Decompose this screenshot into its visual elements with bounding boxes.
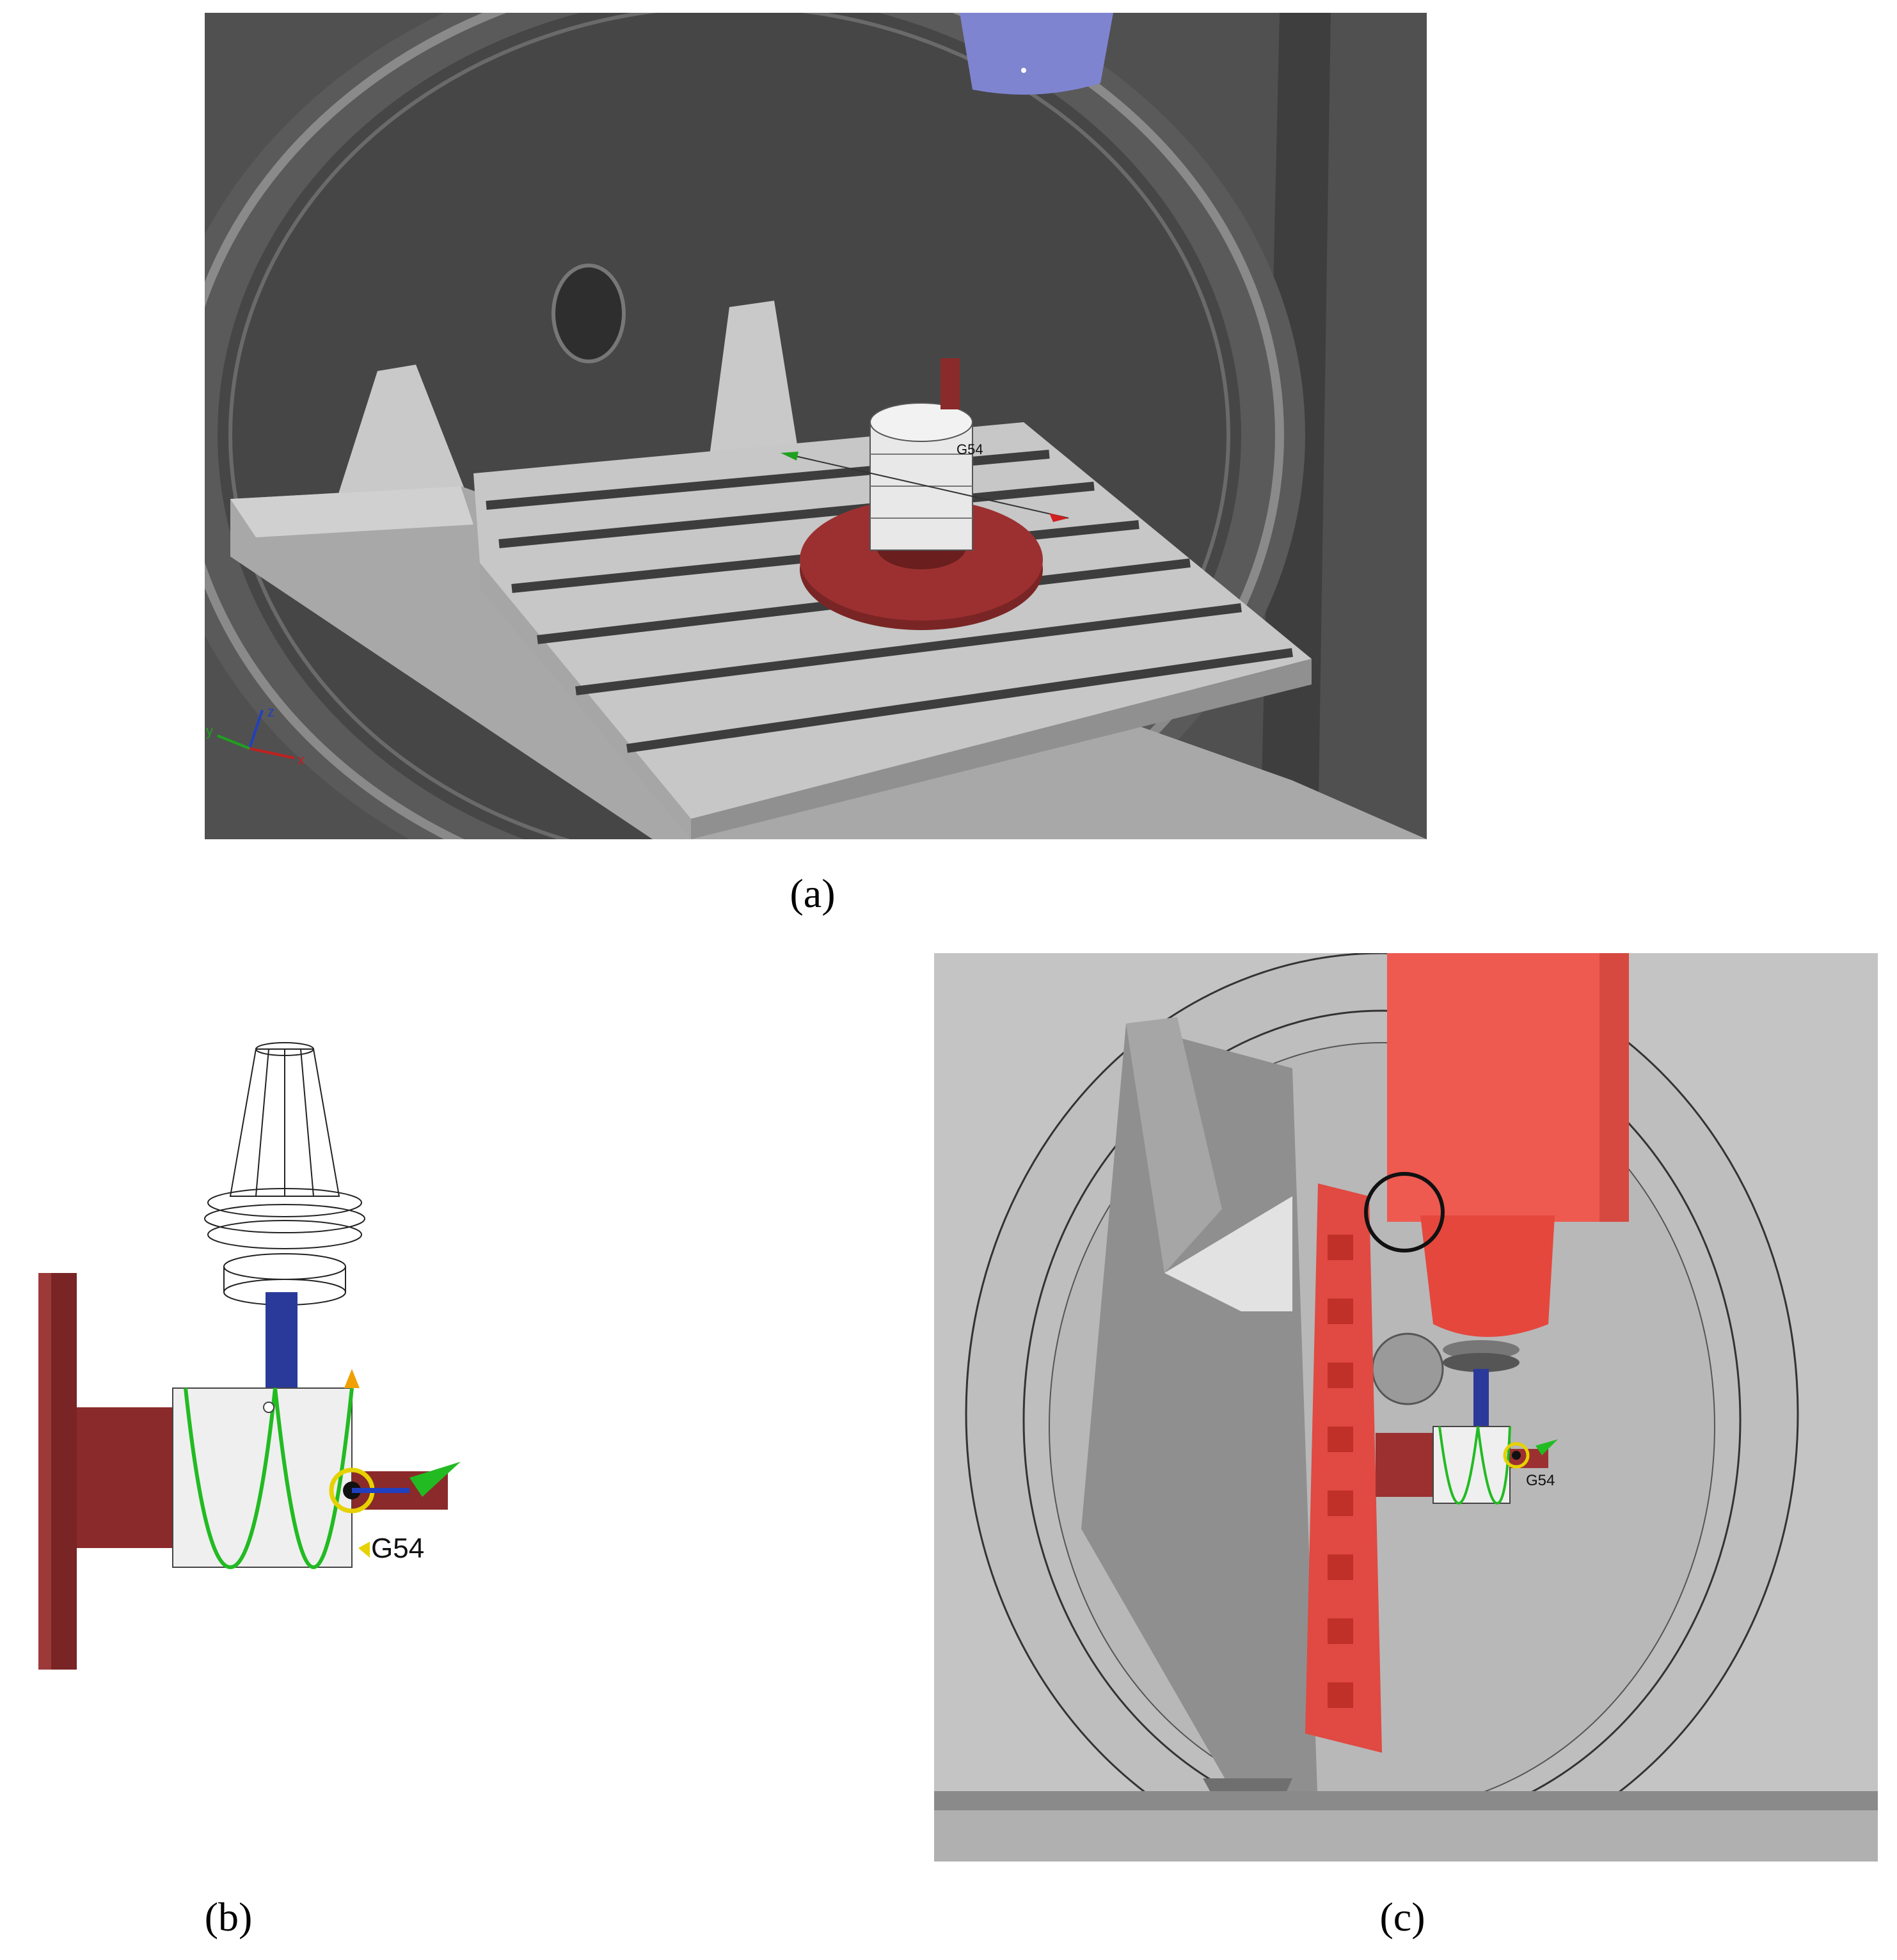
svg-text:x: x xyxy=(298,752,305,768)
caption-a: (a) xyxy=(790,871,836,916)
spindle-head xyxy=(960,13,1113,95)
helical-toolpath xyxy=(184,1387,354,1570)
g54-label: G54 xyxy=(371,1533,424,1564)
axis-triad-icon: z x y xyxy=(206,704,305,768)
caption-c: (c) xyxy=(1379,1894,1425,1940)
rotary-table-edge xyxy=(1305,1183,1382,1753)
collision-circle-icon xyxy=(1364,1172,1445,1253)
tool-holder-wireframe xyxy=(204,1042,365,1306)
spindle-housing xyxy=(1387,953,1629,1222)
panel-a-machine-view: G54 z x y xyxy=(205,13,1427,839)
caption-b: (b) xyxy=(204,1894,253,1940)
svg-text:y: y xyxy=(206,723,213,739)
g54-label: G54 xyxy=(1526,1472,1555,1489)
panel-a-render: G54 z x y xyxy=(205,13,1427,839)
panel-c-render: G54 xyxy=(934,953,1878,1861)
origin-marker-icon xyxy=(1503,1442,1530,1469)
svg-text:z: z xyxy=(267,704,274,720)
panel-b-tool-part-view: G54 xyxy=(13,1036,473,1689)
g54-label: G54 xyxy=(956,441,983,457)
helical-toolpath xyxy=(1438,1426,1511,1505)
panel-c-collision-view: G54 xyxy=(934,953,1878,1861)
panel-b-render: G54 xyxy=(38,1042,461,1670)
